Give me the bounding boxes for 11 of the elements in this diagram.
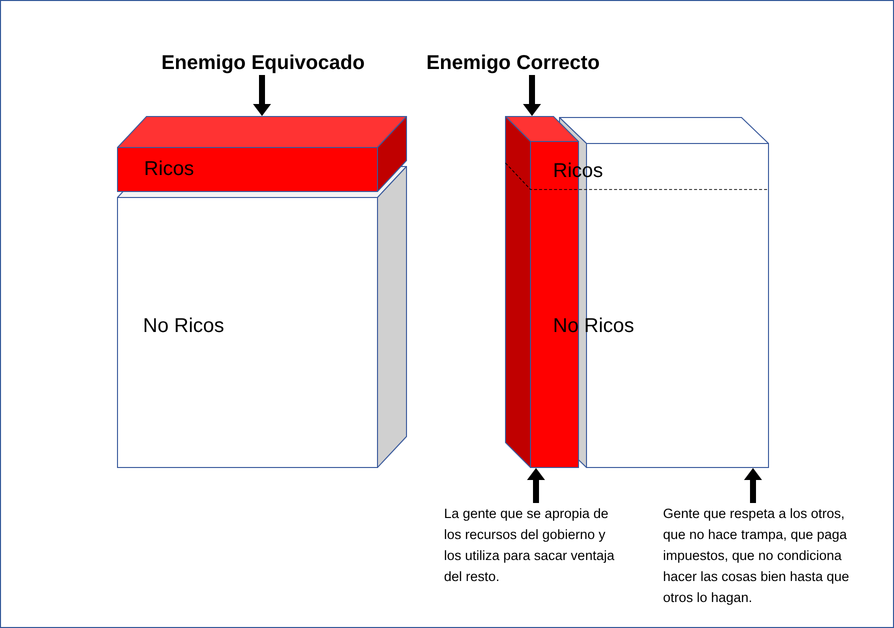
arrow (253, 75, 271, 116)
arrow (527, 468, 545, 503)
arrow (744, 468, 762, 503)
block-label: Ricos (144, 158, 194, 180)
block-label: No Ricos (143, 315, 224, 337)
title-text: Enemigo Correcto (418, 51, 608, 75)
arrow (523, 75, 541, 116)
block-label: Ricos (553, 160, 604, 182)
title-text: Enemigo Equivocado (153, 51, 373, 75)
description-text: La gente que se apropia de los recursos del gobierno y los utiliza para sacar ventaja del resto. (444, 503, 622, 587)
description-text: Gente que respeta a los otros, que no hace trampa, que paga impuestos, que no condiciona hacer las cosas bien hasta que otros lo hagan. (663, 503, 859, 608)
